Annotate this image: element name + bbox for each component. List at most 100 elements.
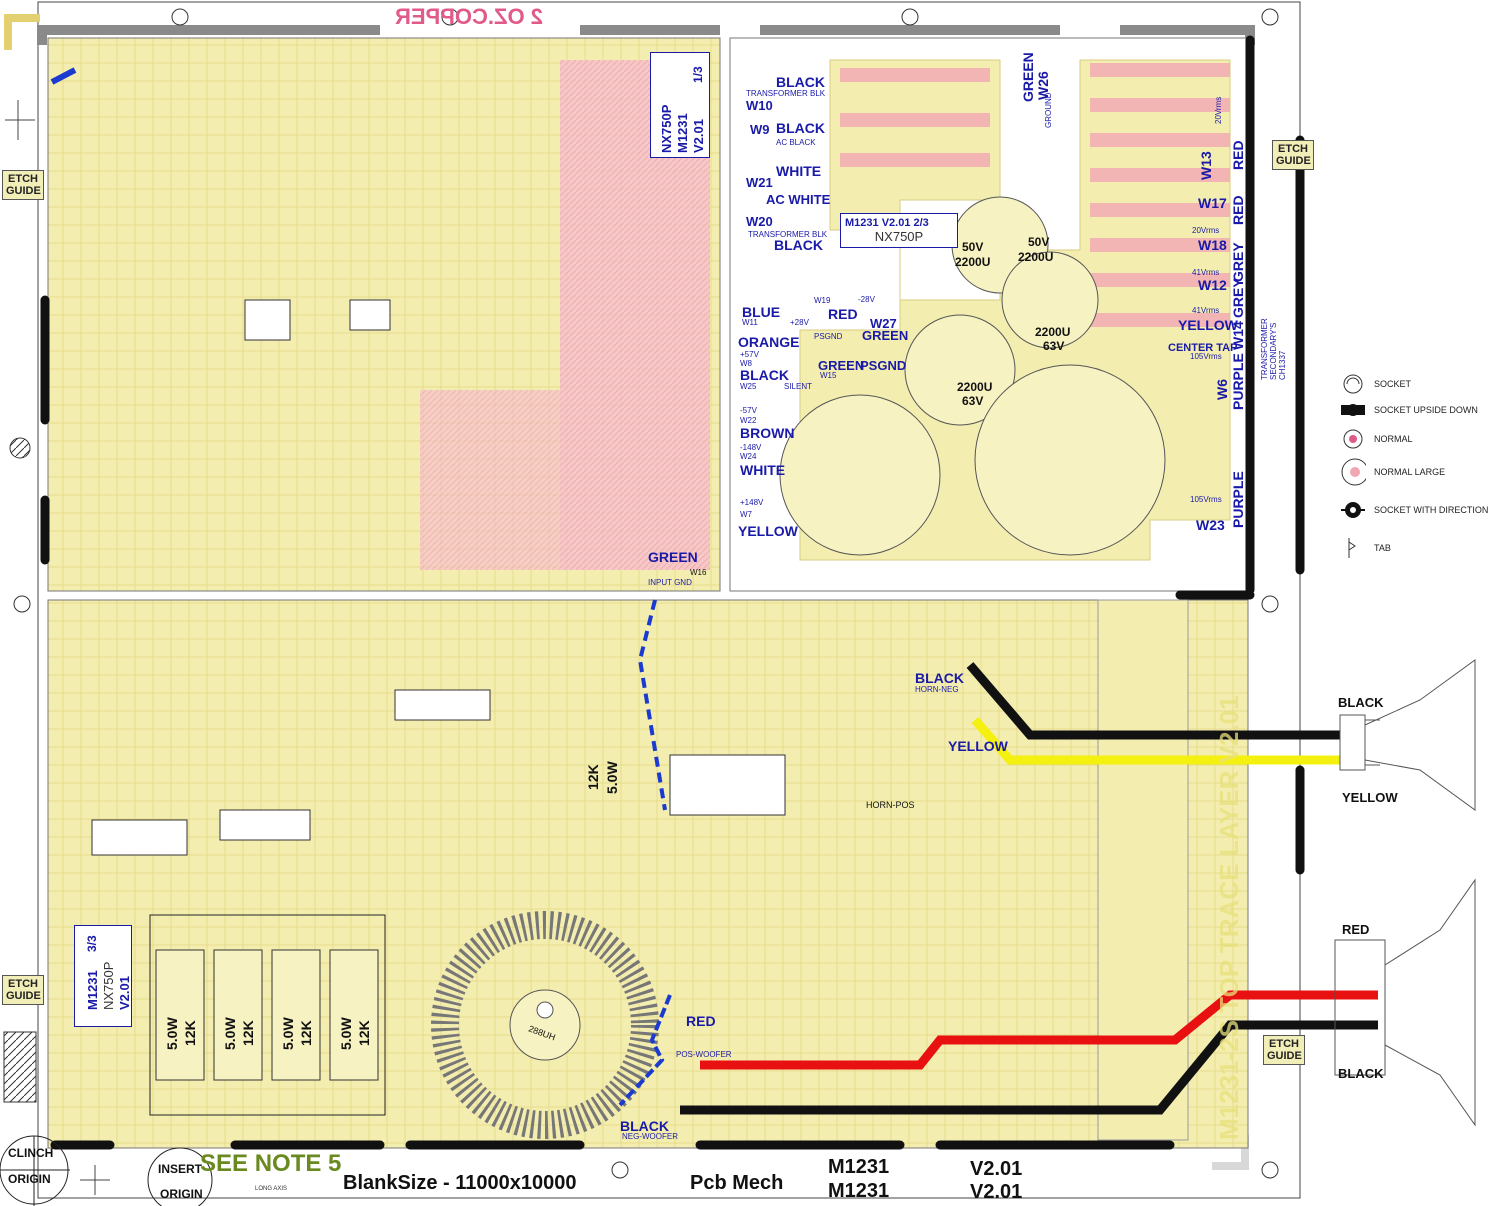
wire-woofer-black	[680, 1020, 1378, 1115]
resistor-3-r: 12K	[298, 1020, 314, 1046]
legend-socket-upside: SOCKET UPSIDE DOWN	[1340, 397, 1478, 423]
clinch-label: CLINCH	[8, 1146, 54, 1160]
woofer-red-label: RED	[686, 1013, 716, 1029]
mid-resistor-r: 12K	[585, 764, 601, 790]
wire-w26-name: GREEN	[1020, 52, 1036, 102]
transformer-note-line2: SECONDARY'S	[1269, 322, 1278, 380]
toroid-inductor	[431, 911, 659, 1139]
wire-w12-name: GREY	[1230, 278, 1246, 318]
frame-grey-top-left	[37, 25, 380, 45]
wire-w14-v: CENTER TAP	[1168, 342, 1238, 354]
wire-w21-id: W21	[746, 175, 773, 190]
driver-red-label: RED	[1342, 922, 1370, 937]
socket-icon	[1340, 371, 1366, 397]
rail-brown-id: W22	[740, 416, 757, 425]
resistor-2-w: 5.0W	[222, 1017, 238, 1050]
etch-guide-left: ETCH GUIDE	[2, 170, 44, 200]
legend-normal-label: NORMAL	[1374, 434, 1413, 444]
input-gnd-label: GREEN	[648, 549, 698, 565]
wire-w13-name: RED	[1230, 140, 1246, 170]
psu-capacitors	[779, 196, 1166, 556]
wire-w20-id: W20	[746, 214, 773, 229]
board-id-amp-line1: NX750P	[659, 104, 674, 153]
etch-guide-right: ETCH GUIDE	[1272, 140, 1314, 170]
psgnd-w15-id: W15	[820, 371, 837, 380]
legend-socket-direction-label: SOCKET WITH DIRECTION	[1374, 505, 1489, 515]
rail-red: RED	[828, 306, 858, 322]
legend-normal: NORMAL	[1340, 426, 1413, 452]
clinch-origin-target	[0, 1135, 70, 1206]
blank-size-label: BlankSize - 11000x10000	[343, 1172, 577, 1194]
cap-c115-v: 63V	[1043, 339, 1065, 353]
legend-tab: TAB	[1340, 535, 1391, 561]
copper-weight-label: 2 OZ.COPPER	[395, 4, 543, 29]
psgnd-w27-id: W27	[870, 316, 897, 331]
cap-c105-c: 2200U	[1018, 250, 1054, 264]
rail-black: BLACK	[740, 367, 789, 383]
ic-footprints	[91, 299, 786, 856]
wire-w12-v: 41Vrms	[1192, 306, 1220, 315]
hatched-pad	[3, 1031, 37, 1103]
wire-blue-corner	[50, 67, 77, 85]
driver-black-label: BLACK	[1338, 1066, 1384, 1081]
wire-woofer-red	[700, 990, 1378, 1070]
psu-pink-traces	[840, 63, 1230, 327]
mid-resistor-w: 5.0W	[604, 761, 620, 794]
board-id-bottom: M1231 3/3 NX750P V2.01	[74, 925, 132, 1027]
legend-tab-label: TAB	[1374, 543, 1391, 553]
wire-w13-v: 20Vrms	[1214, 96, 1223, 124]
board-id-bottom-line3: NX750P	[101, 961, 116, 1010]
model-line1: M1231	[828, 1156, 890, 1178]
wire-w23-id: W23	[1196, 517, 1225, 533]
board-id-bottom-line2: 3/3	[85, 935, 99, 952]
wire-w26-v: GROUND	[1044, 92, 1053, 128]
tweeter-black-label: BLACK	[1338, 695, 1384, 710]
socket-upside-down-icon	[1340, 397, 1366, 423]
power-resistor-bank	[155, 949, 379, 1081]
wire-horn-yellow	[971, 717, 1340, 765]
legend-socket: SOCKET	[1340, 371, 1411, 397]
wire-w12-id: W12	[1198, 277, 1227, 293]
rail-yellow-id: W7	[740, 510, 752, 519]
black-edge-bars	[40, 35, 1305, 1150]
horn-pos-label: HORN-POS	[866, 800, 915, 810]
resistor-4-r: 12K	[356, 1020, 372, 1046]
etch-guide-bottom-right: ETCH GUIDE	[1263, 1035, 1305, 1065]
tab-icon	[1340, 535, 1366, 561]
rail-orange: ORANGE	[738, 334, 800, 350]
cap-c104-c: 2200U	[957, 380, 993, 394]
rail-white-id: W24	[740, 452, 757, 461]
rail-white-v: -148V	[740, 443, 762, 452]
rail-orange-v: +57V	[740, 350, 759, 359]
rail-black-v: SILENT	[784, 382, 813, 391]
corner-mark-tl	[4, 14, 40, 50]
resistor-1-r: 12K	[182, 1020, 198, 1046]
wire-w9-sub: AC BLACK	[776, 138, 816, 147]
resistor-1-w: 5.0W	[164, 1017, 180, 1050]
board-id-amp-line3: V2.01	[691, 119, 706, 153]
wire-w21-label: WHITE	[776, 163, 822, 179]
wire-horn-black	[966, 662, 1340, 740]
rail-brown: BROWN	[740, 425, 795, 441]
socket-with-direction-icon	[1340, 497, 1366, 523]
rail-yellow: YELLOW	[738, 523, 798, 539]
board-id-psu-line2: NX750P	[874, 229, 924, 244]
wire-blue-jumper-1	[618, 994, 672, 1107]
horn-neg-label: HORN-NEG	[915, 685, 959, 694]
board-id-bottom-line1: M1231	[85, 970, 100, 1010]
wire-w20-sub: TRANSFORMER BLK	[748, 230, 828, 239]
resistor-2-r: 12K	[240, 1020, 256, 1046]
wire-w6-name: PURPLE	[1230, 353, 1246, 410]
wire-w9-id: W9	[750, 122, 770, 137]
pcb-mech-label: Pcb Mech	[690, 1172, 784, 1194]
see-note: SEE NOTE 5	[200, 1150, 342, 1177]
model-line2: M1231	[828, 1180, 890, 1202]
psgnd-w27-name: GREEN	[862, 328, 909, 343]
wire-w6-v: 105Vrms	[1190, 352, 1222, 361]
horn-black-label: BLACK	[915, 670, 964, 686]
mounting-holes	[9, 8, 1279, 1179]
cap-c105-v: 50V	[1028, 235, 1050, 249]
wire-w18-v: 41Vrms	[1192, 268, 1220, 277]
rail-red-id: W19	[814, 296, 831, 305]
wire-w17-v: 20Vrms	[1192, 226, 1220, 235]
